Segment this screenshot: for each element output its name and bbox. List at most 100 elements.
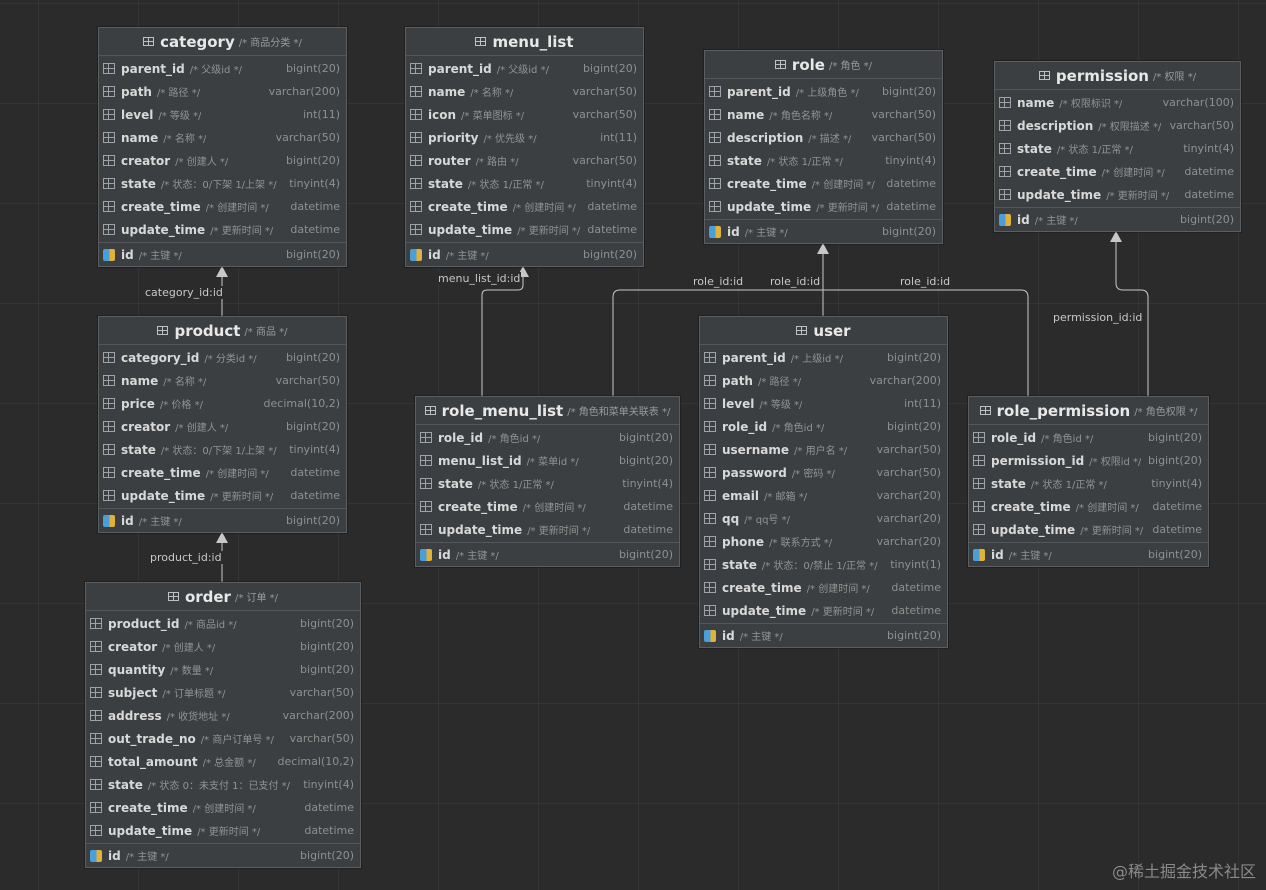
column-row[interactable]: creator/* 创建人 */bigint(20) <box>99 415 346 438</box>
column-row[interactable]: state/* 状态 1/正常 */tinyint(4) <box>406 172 643 195</box>
table-header[interactable]: role_menu_list/* 角色和菜单关联表 */ <box>416 397 679 425</box>
column-row[interactable]: create_time/* 创建时间 */datetime <box>416 495 679 518</box>
table-product[interactable]: product/* 商品 */category_id/* 分类id */bigi… <box>98 316 347 533</box>
column-row[interactable]: update_time/* 更新时间 */datetime <box>705 195 942 218</box>
primary-key-row[interactable]: id/* 主键 */bigint(20) <box>969 542 1208 566</box>
table-header[interactable]: permission/* 权限 */ <box>995 62 1240 90</box>
column-row[interactable]: create_time/* 创建时间 */datetime <box>700 576 947 599</box>
column-row[interactable]: quantity/* 数量 */bigint(20) <box>86 658 360 681</box>
column-row[interactable]: create_time/* 创建时间 */datetime <box>99 195 346 218</box>
table-header[interactable]: role/* 角色 */ <box>705 51 942 79</box>
column-row[interactable]: role_id/* 角色id */bigint(20) <box>416 426 679 449</box>
table-role-menu-list[interactable]: role_menu_list/* 角色和菜单关联表 */role_id/* 角色… <box>415 396 680 567</box>
table-order[interactable]: order/* 订单 */product_id/* 商品id */bigint(… <box>85 582 361 868</box>
column-row[interactable]: path/* 路径 */varchar(200) <box>700 369 947 392</box>
primary-key-row[interactable]: id/* 主键 */bigint(20) <box>406 242 643 266</box>
column-row[interactable]: name/* 名称 */varchar(50) <box>99 126 346 149</box>
column-type: varchar(20) <box>876 535 941 548</box>
primary-key-row[interactable]: id/* 主键 */bigint(20) <box>700 623 947 647</box>
column-row[interactable]: password/* 密码 */varchar(50) <box>700 461 947 484</box>
column-row[interactable]: total_amount/* 总金额 */decimal(10,2) <box>86 750 360 773</box>
column-row[interactable]: phone/* 联系方式 */varchar(20) <box>700 530 947 553</box>
column-row[interactable]: state/* 状态 1/正常 */tinyint(4) <box>705 149 942 172</box>
column-row[interactable]: create_time/* 创建时间 */datetime <box>86 796 360 819</box>
column-row[interactable]: router/* 路由 */varchar(50) <box>406 149 643 172</box>
table-name: role_menu_list <box>441 401 564 420</box>
column-row[interactable]: qq/* qq号 */varchar(20) <box>700 507 947 530</box>
primary-key-row[interactable]: id/* 主键 */bigint(20) <box>995 207 1240 231</box>
column-row[interactable]: state/* 状态：0/下架 1/上架 */tinyint(4) <box>99 438 346 461</box>
column-row[interactable]: create_time/* 创建时间 */datetime <box>969 495 1208 518</box>
column-comment: /* 更新时间 */ <box>816 203 880 214</box>
column-row[interactable]: description/* 权限描述 */varchar(50) <box>995 114 1240 137</box>
column-row[interactable]: priority/* 优先级 */int(11) <box>406 126 643 149</box>
column-row[interactable]: level/* 等级 */int(11) <box>99 103 346 126</box>
column-row[interactable]: state/* 状态 1/正常 */tinyint(4) <box>995 137 1240 160</box>
column-row[interactable]: menu_list_id/* 菜单id */bigint(20) <box>416 449 679 472</box>
column-row[interactable]: email/* 邮箱 */varchar(20) <box>700 484 947 507</box>
column-row[interactable]: out_trade_no/* 商户订单号 */varchar(50) <box>86 727 360 750</box>
column-row[interactable]: price/* 价格 */decimal(10,2) <box>99 392 346 415</box>
column-row[interactable]: update_time/* 更新时间 */datetime <box>700 599 947 622</box>
column-row[interactable]: update_time/* 更新时间 */datetime <box>969 518 1208 541</box>
column-row[interactable]: create_time/* 创建时间 */datetime <box>406 195 643 218</box>
column-row[interactable]: parent_id/* 父级id */bigint(20) <box>406 57 643 80</box>
column-row[interactable]: product_id/* 商品id */bigint(20) <box>86 612 360 635</box>
column-icon <box>103 86 115 97</box>
column-row[interactable]: state/* 状态：0/禁止 1/正常 */tinyint(1) <box>700 553 947 576</box>
column-type: tinyint(4) <box>586 177 637 190</box>
table-category[interactable]: category/* 商品分类 */parent_id/* 父级id */big… <box>98 27 347 267</box>
column-row[interactable]: icon/* 菜单图标 */varchar(50) <box>406 103 643 126</box>
table-permission[interactable]: permission/* 权限 */name/* 权限标识 */varchar(… <box>994 61 1241 232</box>
column-row[interactable]: update_time/* 更新时间 */datetime <box>86 819 360 842</box>
column-row[interactable]: category_id/* 分类id */bigint(20) <box>99 346 346 369</box>
column-row[interactable]: state/* 状态 0：未支付 1：已支付 */tinyint(4) <box>86 773 360 796</box>
column-row[interactable]: name/* 名称 */varchar(50) <box>406 80 643 103</box>
table-header[interactable]: menu_list <box>406 28 643 56</box>
column-row[interactable]: update_time/* 更新时间 */datetime <box>99 484 346 507</box>
table-header[interactable]: role_permission/* 角色权限 */ <box>969 397 1208 425</box>
column-type: bigint(20) <box>1148 548 1202 561</box>
table-header[interactable]: user <box>700 317 947 345</box>
table-role[interactable]: role/* 角色 */parent_id/* 上级角色 */bigint(20… <box>704 50 943 244</box>
primary-key-row[interactable]: id/* 主键 */bigint(20) <box>705 219 942 243</box>
column-row[interactable]: role_id/* 角色id */bigint(20) <box>969 426 1208 449</box>
relation-label-rp-permission: permission_id:id <box>1052 311 1144 324</box>
column-row[interactable]: creator/* 创建人 */bigint(20) <box>99 149 346 172</box>
column-row[interactable]: address/* 收货地址 */varchar(200) <box>86 704 360 727</box>
column-row[interactable]: update_time/* 更新时间 */datetime <box>99 218 346 241</box>
column-row[interactable]: state/* 状态 1/正常 */tinyint(4) <box>969 472 1208 495</box>
column-row[interactable]: name/* 名称 */varchar(50) <box>99 369 346 392</box>
column-row[interactable]: permission_id/* 权限id */bigint(20) <box>969 449 1208 472</box>
column-row[interactable]: create_time/* 创建时间 */datetime <box>705 172 942 195</box>
table-header[interactable]: category/* 商品分类 */ <box>99 28 346 56</box>
column-row[interactable]: create_time/* 创建时间 */datetime <box>995 160 1240 183</box>
primary-key-row[interactable]: id/* 主键 */bigint(20) <box>416 542 679 566</box>
primary-key-row[interactable]: id/* 主键 */bigint(20) <box>99 242 346 266</box>
column-row[interactable]: role_id/* 角色id */bigint(20) <box>700 415 947 438</box>
table-role-permission[interactable]: role_permission/* 角色权限 */role_id/* 角色id … <box>968 396 1209 567</box>
column-row[interactable]: state/* 状态：0/下架 1/上架 */tinyint(4) <box>99 172 346 195</box>
column-row[interactable]: username/* 用户名 */varchar(50) <box>700 438 947 461</box>
primary-key-row[interactable]: id/* 主键 */bigint(20) <box>86 843 360 867</box>
column-row[interactable]: parent_id/* 父级id */bigint(20) <box>99 57 346 80</box>
column-row[interactable]: path/* 路径 */varchar(200) <box>99 80 346 103</box>
table-header[interactable]: product/* 商品 */ <box>99 317 346 345</box>
column-row[interactable]: description/* 描述 */varchar(50) <box>705 126 942 149</box>
column-row[interactable]: update_time/* 更新时间 */datetime <box>416 518 679 541</box>
column-row[interactable]: name/* 权限标识 */varchar(100) <box>995 91 1240 114</box>
column-row[interactable]: update_time/* 更新时间 */datetime <box>406 218 643 241</box>
column-row[interactable]: name/* 角色名称 */varchar(50) <box>705 103 942 126</box>
column-row[interactable]: state/* 状态 1/正常 */tinyint(4) <box>416 472 679 495</box>
column-row[interactable]: parent_id/* 上级角色 */bigint(20) <box>705 80 942 103</box>
primary-key-row[interactable]: id/* 主键 */bigint(20) <box>99 508 346 532</box>
column-row[interactable]: creator/* 创建人 */bigint(20) <box>86 635 360 658</box>
column-row[interactable]: update_time/* 更新时间 */datetime <box>995 183 1240 206</box>
table-header[interactable]: order/* 订单 */ <box>86 583 360 611</box>
column-row[interactable]: level/* 等级 */int(11) <box>700 392 947 415</box>
column-row[interactable]: parent_id/* 上级id */bigint(20) <box>700 346 947 369</box>
column-row[interactable]: create_time/* 创建时间 */datetime <box>99 461 346 484</box>
column-row[interactable]: subject/* 订单标题 */varchar(50) <box>86 681 360 704</box>
